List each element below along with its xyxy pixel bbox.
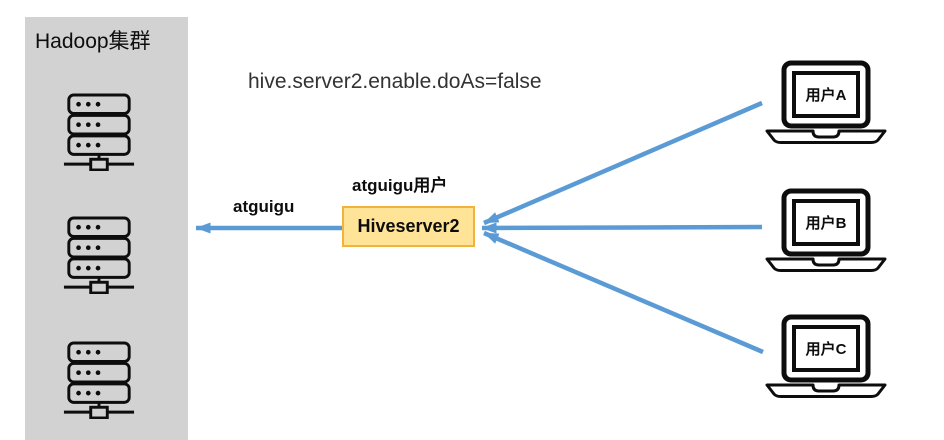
laptop-icon xyxy=(765,60,887,144)
server-rack-icon xyxy=(63,341,135,419)
arrow-usera-to-hiveserver xyxy=(483,100,763,226)
user-b-laptop: 用户B xyxy=(764,188,888,274)
hiveserver2-label: Hiveserver2 xyxy=(357,216,460,236)
server-rack-icon xyxy=(63,216,135,294)
laptop-icon xyxy=(765,314,887,398)
arrow-userc-to-hiveserver xyxy=(483,230,764,355)
user-c-label: 用户C xyxy=(805,340,847,358)
arrow-userb-to-hiveserver xyxy=(481,222,763,234)
user-c-laptop: 用户C xyxy=(764,314,888,400)
user-a-label: 用户A xyxy=(805,86,847,104)
hadoop-cluster-title: Hadoop集群 xyxy=(35,30,151,53)
hiveserver2-box: Hiveserver2 xyxy=(342,206,475,247)
hadoop-cluster-panel: Hadoop集群 xyxy=(25,17,188,440)
user-b-label: 用户B xyxy=(805,214,847,232)
cluster-arrow-label: atguigu xyxy=(233,197,295,216)
user-a-laptop: 用户A xyxy=(764,60,888,146)
server-rack-icon xyxy=(63,93,135,171)
hive-config-text: hive.server2.enable.doAs=false xyxy=(248,70,542,93)
laptop-icon xyxy=(765,188,887,272)
hiveserver-user-label: atguigu用户 xyxy=(352,176,448,195)
